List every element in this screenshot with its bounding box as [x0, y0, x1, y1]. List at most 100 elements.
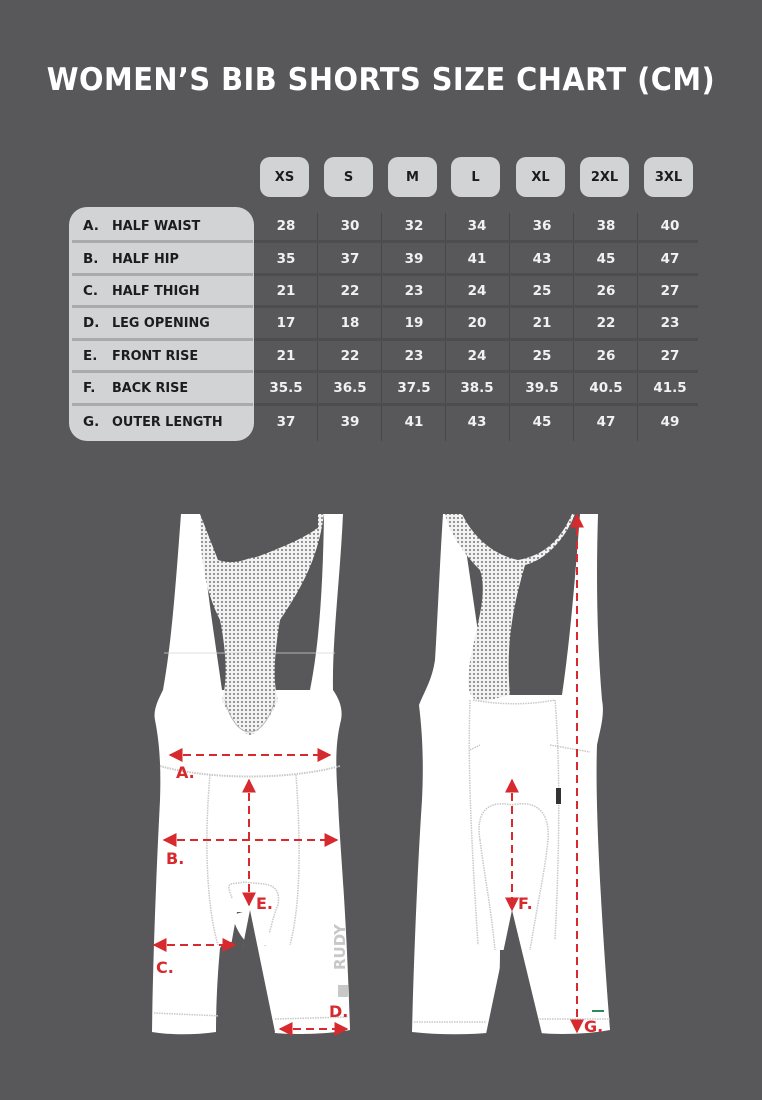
measurement-letter: E.: [83, 348, 98, 365]
table-cell: 36: [532, 218, 552, 235]
measurement-letter: G.: [83, 414, 100, 431]
table-cell: 34: [467, 218, 487, 235]
measurement-label-a: A. HALF WAIST: [69, 210, 254, 243]
table-cell: 27: [660, 348, 680, 365]
table-row-half-thigh: 21 22 23 24 25 26 27: [254, 275, 700, 308]
table-cell: 19: [404, 315, 424, 332]
measure-label-e: E.: [256, 894, 274, 913]
table-cell: 41: [467, 251, 487, 268]
table-cell: 30: [340, 218, 360, 235]
measurement-label-e: E. FRONT RISE: [69, 340, 254, 373]
table-cell: 47: [660, 251, 680, 268]
table-cell: 25: [532, 283, 552, 300]
table-cell: 38: [596, 218, 616, 235]
table-cell: 39: [340, 414, 360, 431]
row-divider: [72, 240, 253, 243]
size-pill-m: M: [388, 157, 437, 197]
table-cell: 38.5: [460, 380, 494, 397]
table-cell: 39.5: [525, 380, 559, 397]
measurement-letter: A.: [83, 218, 99, 235]
table-cell: 45: [596, 251, 616, 268]
row-divider: [72, 273, 253, 276]
measurement-letter: B.: [83, 251, 99, 268]
front-view-garment: RUDY: [152, 514, 350, 1035]
measurement-letter: D.: [83, 315, 100, 332]
table-cell: 35.5: [269, 380, 303, 397]
row-divider: [72, 305, 253, 308]
column-divider: [509, 213, 510, 441]
table-cell: 40.5: [589, 380, 623, 397]
measurement-name: FRONT RISE: [112, 348, 199, 365]
table-cell: 21: [276, 348, 296, 365]
table-cell: 41.5: [653, 380, 687, 397]
table-cell: 25: [532, 348, 552, 365]
table-cell: 22: [340, 348, 360, 365]
measurement-label-f: F. BACK RISE: [69, 372, 254, 405]
back-label-tag: [556, 788, 561, 804]
table-cell: 28: [276, 218, 296, 235]
column-divider: [637, 213, 638, 441]
measurement-name: HALF THIGH: [112, 283, 200, 300]
table-cell: 24: [467, 348, 487, 365]
measure-label-f: F.: [518, 894, 533, 913]
table-cell: 24: [467, 283, 487, 300]
table-cell: 32: [404, 218, 424, 235]
column-divider: [317, 213, 318, 441]
size-pill-xl: XL: [516, 157, 565, 197]
measurement-letter: F.: [83, 380, 96, 397]
table-cell: 43: [532, 251, 552, 268]
row-divider: [254, 305, 698, 308]
measurement-label-g: G. OUTER LENGTH: [69, 406, 254, 439]
table-cell: 26: [596, 283, 616, 300]
table-cell: 26: [596, 348, 616, 365]
measurement-name: HALF WAIST: [112, 218, 201, 235]
table-row-half-waist: 28 30 32 34 36 38 40: [254, 210, 700, 243]
measurement-name: LEG OPENING: [112, 315, 210, 332]
table-cell: 45: [532, 414, 552, 431]
table-cell: 40: [660, 218, 680, 235]
measurement-name: OUTER LENGTH: [112, 414, 223, 431]
measure-label-c: C.: [156, 958, 174, 977]
table-row-half-hip: 35 37 39 41 43 45 47: [254, 243, 700, 276]
size-pill-xs: XS: [260, 157, 309, 197]
table-row-back-rise: 35.5 36.5 37.5 38.5 39.5 40.5 41.5: [254, 372, 700, 405]
measurement-label-c: C. HALF THIGH: [69, 275, 254, 308]
measurement-label-panel: A. HALF WAIST B. HALF HIP C. HALF THIGH …: [69, 207, 254, 441]
row-divider: [72, 370, 253, 373]
measure-label-a: A.: [176, 763, 195, 782]
size-pill-2xl: 2XL: [580, 157, 629, 197]
measure-label-b: B.: [166, 849, 185, 868]
row-divider: [254, 273, 698, 276]
measurement-label-b: B. HALF HIP: [69, 243, 254, 276]
measure-label-g: G.: [584, 1017, 604, 1036]
table-cell: 47: [596, 414, 616, 431]
measure-label-d: D.: [329, 1002, 349, 1021]
table-cell: 36.5: [333, 380, 367, 397]
table-cell: 21: [276, 283, 296, 300]
size-pill-l: L: [451, 157, 500, 197]
row-divider: [254, 240, 698, 243]
size-value-grid: 28 30 32 34 36 38 40 35 37 39 41 43 45 4…: [254, 207, 700, 441]
table-cell: 23: [660, 315, 680, 332]
table-row-outer-length: 37 39 41 43 45 47 49: [254, 406, 700, 439]
table-cell: 37: [340, 251, 360, 268]
table-row-leg-opening: 17 18 19 20 21 22 23: [254, 307, 700, 340]
row-divider: [254, 370, 698, 373]
table-cell: 27: [660, 283, 680, 300]
table-cell: 41: [404, 414, 424, 431]
measurement-name: HALF HIP: [112, 251, 179, 268]
page-title: WOMEN’S BIB SHORTS SIZE CHART (CM): [46, 62, 716, 98]
measurement-lines: [152, 513, 584, 1036]
row-divider: [72, 403, 253, 406]
row-divider: [254, 403, 698, 406]
table-cell: 21: [532, 315, 552, 332]
column-divider: [445, 213, 446, 441]
table-cell: 22: [596, 315, 616, 332]
table-cell: 17: [276, 315, 296, 332]
measurement-letter: C.: [83, 283, 99, 300]
row-divider: [254, 338, 698, 341]
brand-logo-text: RUDY: [331, 923, 349, 970]
column-divider: [573, 213, 574, 441]
table-cell: 18: [340, 315, 360, 332]
